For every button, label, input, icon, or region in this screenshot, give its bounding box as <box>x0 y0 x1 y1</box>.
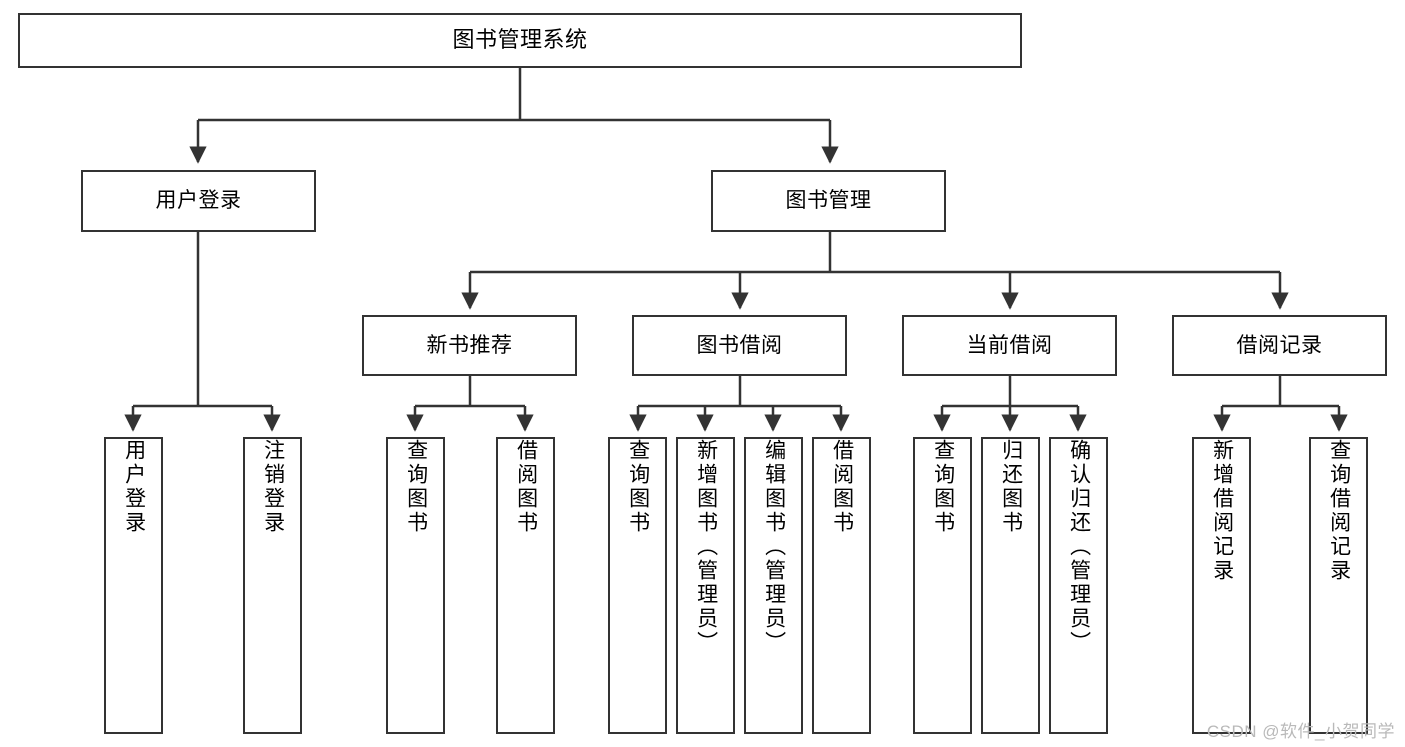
node-label: 借阅图书 <box>830 439 854 535</box>
node-leaf-return-book[interactable]: 归还图书 <box>981 437 1040 734</box>
node-leaf-query-record[interactable]: 查询借阅记录 <box>1309 437 1368 734</box>
node-leaf-borrow-book-1[interactable]: 借阅图书 <box>496 437 555 734</box>
node-leaf-add-book[interactable]: 新增图书（管理员） <box>676 437 735 734</box>
node-leaf-query-book-3[interactable]: 查询图书 <box>913 437 972 734</box>
watermark-text: CSDN @软件_小贺同学 <box>1206 722 1395 741</box>
node-label: 新增图书（管理员） <box>694 439 718 655</box>
node-label: 查询图书 <box>931 439 955 535</box>
node-label: 图书管理系统 <box>452 27 588 53</box>
node-book-management[interactable]: 图书管理 <box>711 170 946 232</box>
node-leaf-logout-login[interactable]: 注销登录 <box>243 437 302 734</box>
node-label: 图书管理 <box>785 189 872 213</box>
node-label: 查询图书 <box>404 439 428 535</box>
node-label: 用户登录 <box>155 189 242 213</box>
node-leaf-add-record[interactable]: 新增借阅记录 <box>1192 437 1251 734</box>
node-label: 当前借阅 <box>966 333 1053 357</box>
node-label: 归还图书 <box>999 439 1023 535</box>
node-label: 查询图书 <box>626 439 650 535</box>
node-leaf-confirm-return[interactable]: 确认归还（管理员） <box>1049 437 1108 734</box>
node-leaf-edit-book[interactable]: 编辑图书（管理员） <box>744 437 803 734</box>
node-root-book-management-system[interactable]: 图书管理系统 <box>18 13 1022 68</box>
node-label: 确认归还（管理员） <box>1067 439 1091 655</box>
node-current-borrow[interactable]: 当前借阅 <box>902 315 1117 376</box>
node-label: 借阅记录 <box>1236 333 1323 357</box>
node-label: 用户登录 <box>122 439 146 535</box>
node-label: 图书借阅 <box>696 333 783 357</box>
node-leaf-borrow-book-2[interactable]: 借阅图书 <box>812 437 871 734</box>
node-leaf-query-book-1[interactable]: 查询图书 <box>386 437 445 734</box>
node-label: 查询借阅记录 <box>1327 439 1351 583</box>
node-user-login[interactable]: 用户登录 <box>81 170 316 232</box>
node-new-book-recommend[interactable]: 新书推荐 <box>362 315 577 376</box>
node-leaf-query-book-2[interactable]: 查询图书 <box>608 437 667 734</box>
node-label: 编辑图书（管理员） <box>762 439 786 655</box>
node-label: 借阅图书 <box>514 439 538 535</box>
node-label: 新书推荐 <box>426 333 513 357</box>
node-book-borrow[interactable]: 图书借阅 <box>632 315 847 376</box>
node-borrow-record[interactable]: 借阅记录 <box>1172 315 1387 376</box>
node-label: 注销登录 <box>261 439 285 535</box>
node-leaf-user-login[interactable]: 用户登录 <box>104 437 163 734</box>
node-label: 新增借阅记录 <box>1210 439 1234 583</box>
